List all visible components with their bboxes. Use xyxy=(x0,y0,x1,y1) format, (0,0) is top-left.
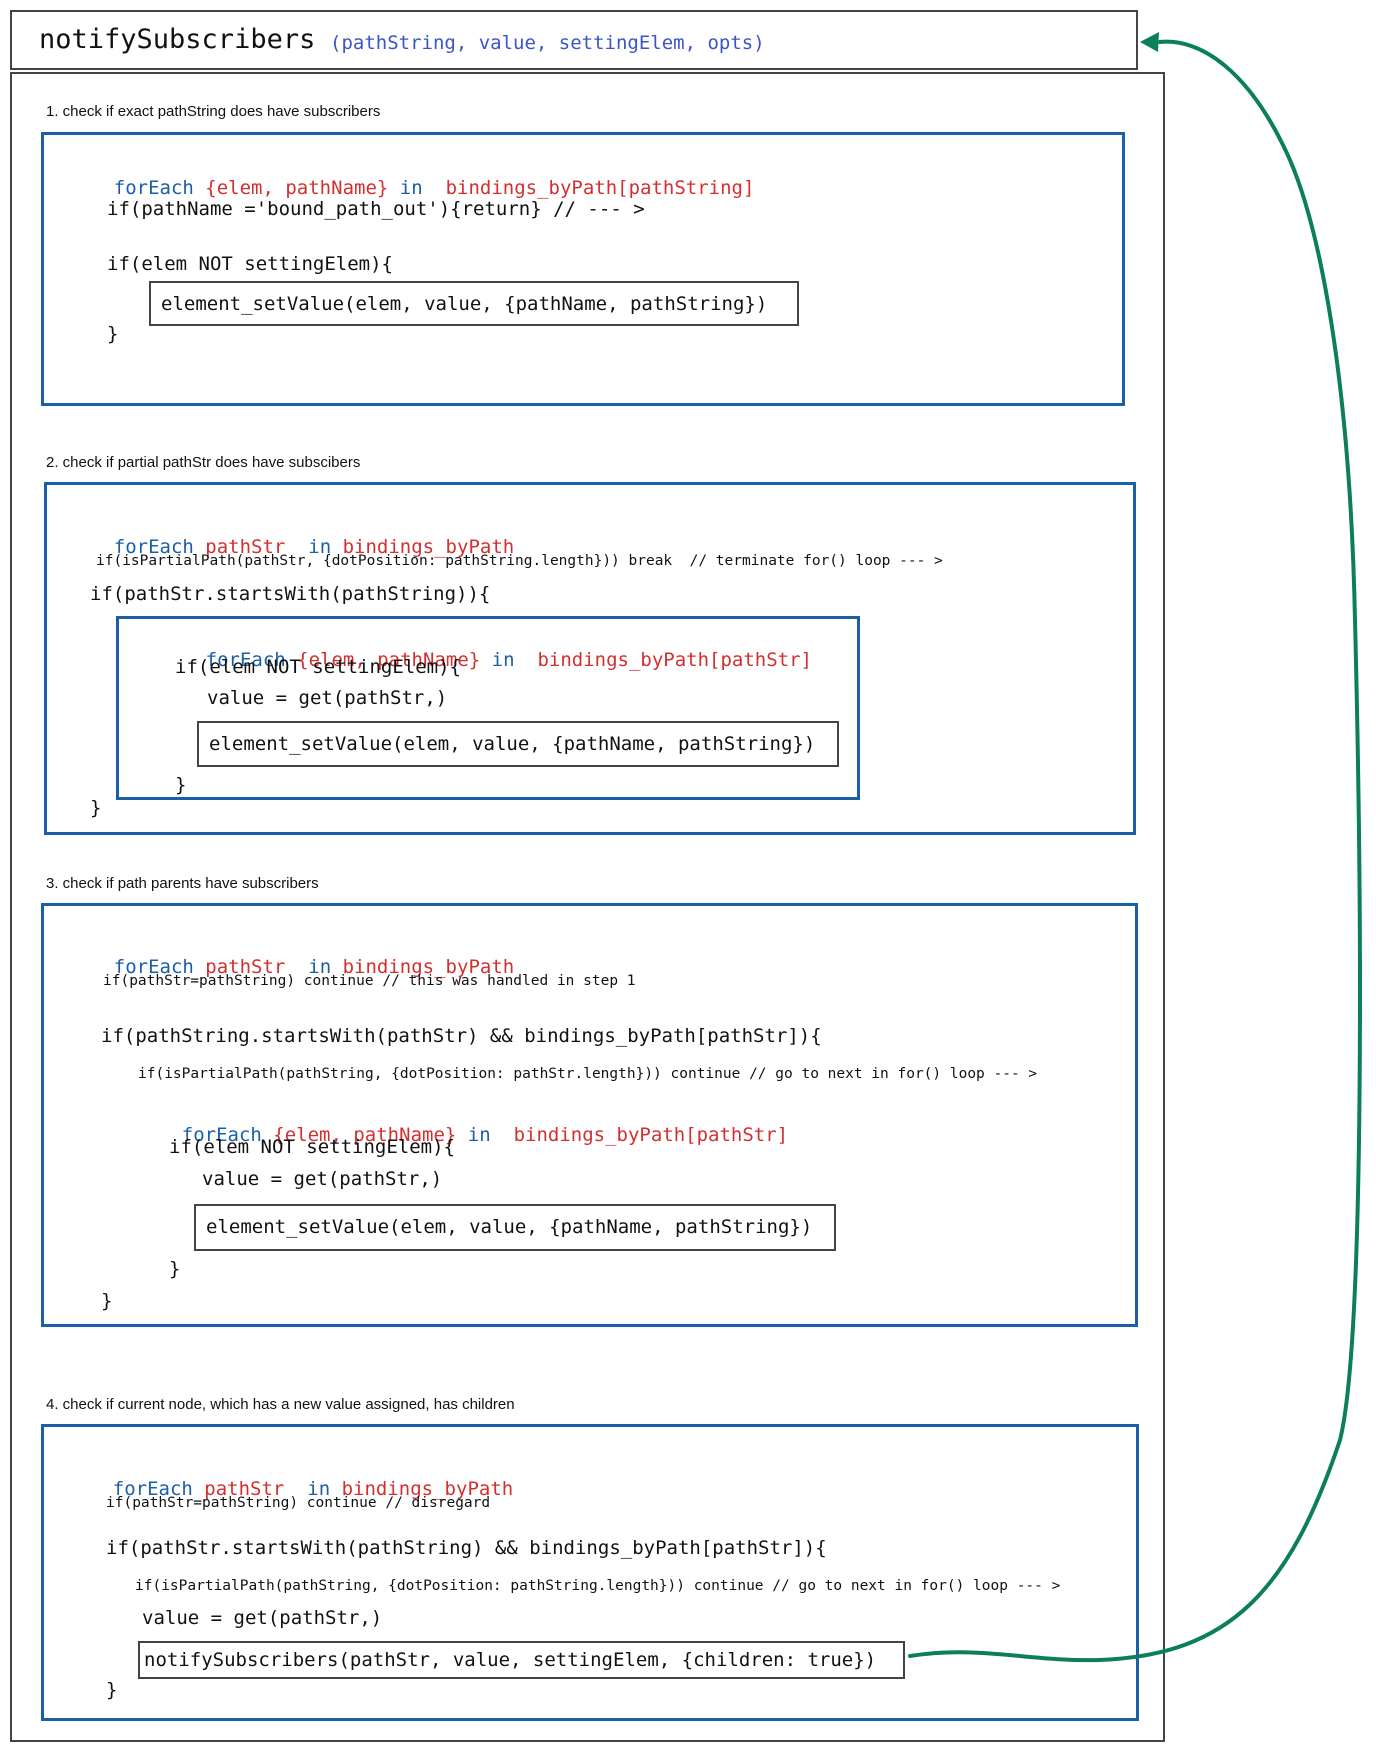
function-body-box xyxy=(10,72,1165,1742)
function-signature-box: notifySubscribers (pathString, value, se… xyxy=(10,10,1138,70)
loop-in: in xyxy=(308,536,332,558)
loop-vars: {elem, pathName} xyxy=(205,177,389,199)
section-3-label: 3. check if path parents have subscriber… xyxy=(46,875,319,892)
loop-keyword: forEach xyxy=(113,177,194,199)
code-line: if(elem NOT settingElem){ xyxy=(169,1136,455,1158)
loop-in: in xyxy=(399,177,423,199)
section-1-loop: forEach {elem, pathName} in bindings_byP… xyxy=(68,155,755,221)
code-line: } xyxy=(90,797,102,819)
function-params: (pathString, value, settingElem, opts) xyxy=(330,32,765,54)
recursion-arrow-path xyxy=(908,39,1362,1663)
arrowhead-icon xyxy=(1140,32,1159,52)
recursive-call-box: notifySubscribers(pathStr, value, settin… xyxy=(138,1641,905,1679)
loop-vars: pathStr xyxy=(205,956,286,978)
loop-vars: pathStr xyxy=(204,1478,285,1500)
section-2-box: forEach pathStr in bindings_byPath if(is… xyxy=(44,482,1136,835)
code-line: value = get(pathStr,) xyxy=(207,687,448,709)
loop-target: bindings_byPath[pathString] xyxy=(445,177,755,199)
section-4-label: 4. check if current node, which has a ne… xyxy=(46,1396,515,1413)
function-name: notifySubscribers xyxy=(39,24,316,55)
loop-in: in xyxy=(308,956,332,978)
code-line: } xyxy=(101,1290,113,1312)
loop-vars: {elem, pathName} xyxy=(273,1124,457,1146)
code-line: } xyxy=(106,1679,118,1701)
code-line: if(pathName ='bound_path_out'){return} /… xyxy=(107,198,645,220)
code-line: value = get(pathStr,) xyxy=(202,1168,443,1190)
code-line: if(isPartialPath(pathStr, {dotPosition: … xyxy=(96,553,943,569)
loop-vars: {elem, pathName} xyxy=(297,649,481,671)
code-line: if(elem NOT settingElem){ xyxy=(175,656,461,678)
code-line: value = get(pathStr,) xyxy=(142,1607,383,1629)
code-line: if(isPartialPath(pathString, {dotPositio… xyxy=(138,1066,1038,1082)
loop-keyword: forEach xyxy=(112,1478,193,1500)
section-2-inner-box: forEach {elem, pathName} in bindings_byP… xyxy=(116,616,860,800)
section-4-box: forEach pathStr in bindings_byPath if(pa… xyxy=(41,1424,1139,1721)
section-2-loop: forEach pathStr in bindings_byPath xyxy=(68,514,514,580)
code-line: if(pathString.startsWith(pathStr) && bin… xyxy=(101,1025,822,1047)
code-line: if(pathStr.startsWith(pathString) && bin… xyxy=(106,1537,827,1559)
code-line: } xyxy=(169,1258,181,1280)
loop-vars: pathStr xyxy=(205,536,286,558)
loop-target: bindings_byPath xyxy=(342,956,515,978)
section-3-loop: forEach pathStr in bindings_byPath xyxy=(68,934,514,1000)
inner-loop: forEach {elem, pathName} in bindings_byP… xyxy=(136,1102,788,1168)
loop-target: bindings_byPath xyxy=(341,1478,514,1500)
section-3-box: forEach pathStr in bindings_byPath if(pa… xyxy=(41,903,1138,1327)
code-line: } xyxy=(175,774,187,796)
set-value-call-box: element_setValue(elem, value, {pathName,… xyxy=(197,721,839,767)
inner-loop: forEach {elem, pathName} in bindings_byP… xyxy=(137,627,812,693)
loop-target: bindings_byPath[pathStr] xyxy=(537,649,812,671)
code-line: if(isPartialPath(pathString, {dotPositio… xyxy=(135,1578,1061,1594)
section-1-label: 1. check if exact pathString does have s… xyxy=(46,103,381,120)
loop-in: in xyxy=(307,1478,331,1500)
set-value-call-box: element_setValue(elem, value, {pathName,… xyxy=(194,1204,836,1251)
code-line: if(elem NOT settingElem){ xyxy=(107,253,393,275)
loop-keyword: forEach xyxy=(113,956,194,978)
loop-in: in xyxy=(467,1124,491,1146)
code-line: if(pathStr.startsWith(pathString)){ xyxy=(90,583,491,605)
section-1-box: forEach {elem, pathName} in bindings_byP… xyxy=(41,132,1125,406)
code-line: } xyxy=(107,323,119,345)
code-line: notifySubscribers(pathStr, value, settin… xyxy=(144,1649,877,1671)
code-line: if(pathStr=pathString) continue // disre… xyxy=(106,1495,491,1511)
loop-in: in xyxy=(491,649,515,671)
set-value-call-box: element_setValue(elem, value, {pathName,… xyxy=(149,281,799,326)
code-line: element_setValue(elem, value, {pathName,… xyxy=(209,733,816,755)
loop-target: bindings_byPath xyxy=(342,536,515,558)
code-line: if(pathStr=pathString) continue // this … xyxy=(103,973,636,989)
code-line: element_setValue(elem, value, {pathName,… xyxy=(161,293,768,315)
code-line: element_setValue(elem, value, {pathName,… xyxy=(206,1216,813,1238)
loop-keyword: forEach xyxy=(113,536,194,558)
loop-target: bindings_byPath[pathStr] xyxy=(513,1124,789,1146)
loop-keyword: forEach xyxy=(181,1124,262,1146)
section-4-loop: forEach pathStr in bindings_byPath xyxy=(67,1456,513,1522)
loop-keyword: forEach xyxy=(205,649,286,671)
section-2-label: 2. check if partial pathStr does have su… xyxy=(46,454,361,471)
